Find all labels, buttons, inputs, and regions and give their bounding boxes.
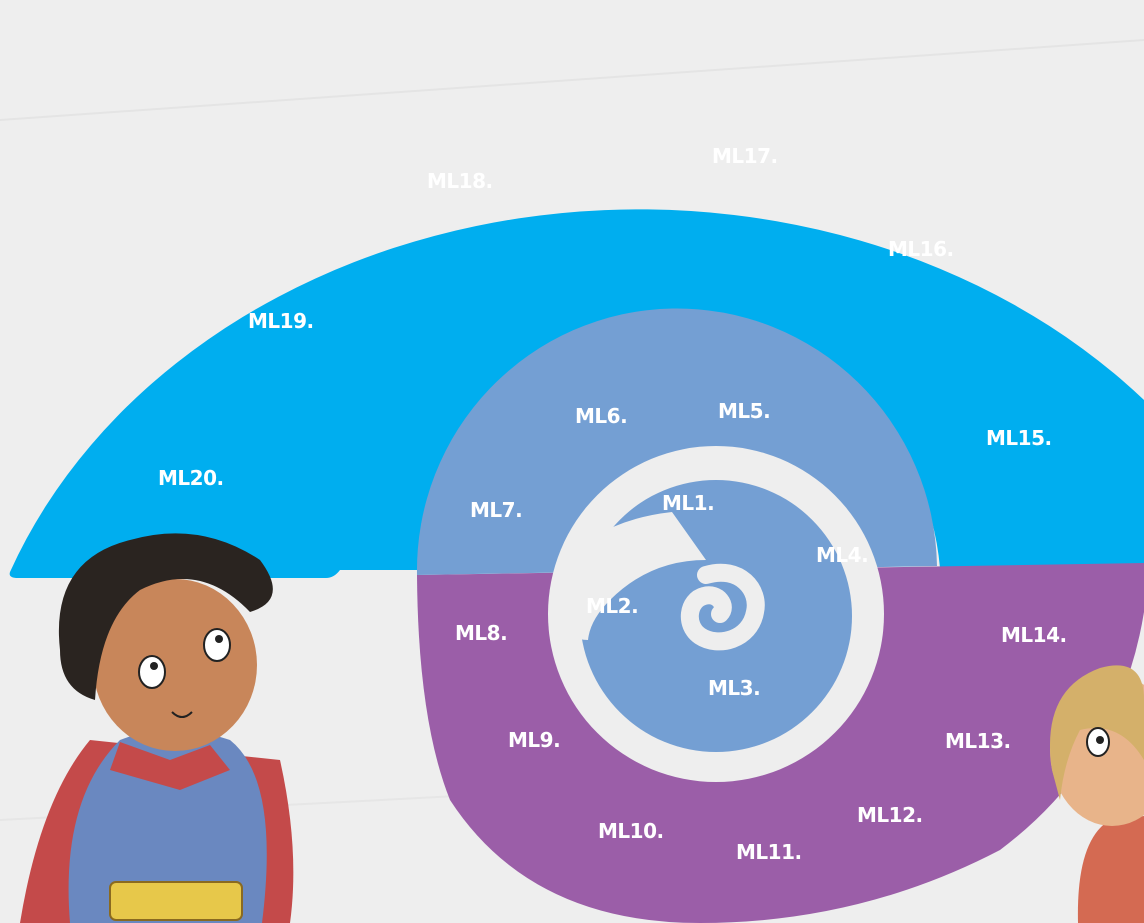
boy-superhero-illustration bbox=[20, 533, 294, 923]
label-ml13: ML13. bbox=[945, 729, 1011, 753]
smile bbox=[171, 711, 193, 718]
label-ml14: ML14. bbox=[1001, 623, 1067, 647]
head bbox=[93, 579, 257, 751]
label-ml2: ML2. bbox=[586, 594, 638, 618]
label-ml6: ML6. bbox=[575, 404, 627, 428]
hair bbox=[58, 533, 273, 700]
label-ml19: ML19. bbox=[248, 309, 314, 333]
outer-band bbox=[9, 209, 1144, 578]
label-ml15: ML15. bbox=[986, 426, 1052, 450]
label-ml16: ML16. bbox=[888, 237, 954, 261]
pupil bbox=[1096, 736, 1104, 744]
pupil-right bbox=[215, 635, 223, 643]
label-ml10: ML10. bbox=[598, 819, 664, 843]
body bbox=[1077, 816, 1144, 923]
center-spiral bbox=[681, 563, 765, 651]
label-ml12: ML12. bbox=[857, 803, 923, 827]
eye-left bbox=[138, 655, 166, 689]
label-ml4: ML4. bbox=[816, 543, 868, 567]
collar bbox=[110, 742, 230, 790]
label-ml1: ML1. bbox=[662, 491, 714, 515]
label-ml5: ML5. bbox=[718, 399, 770, 423]
label-ml8: ML8. bbox=[455, 621, 507, 645]
spiral-tail bbox=[556, 512, 706, 640]
label-ml17: ML17. bbox=[712, 144, 778, 168]
belt bbox=[109, 881, 243, 921]
label-ml18: ML18. bbox=[427, 169, 493, 193]
label-ml11: ML11. bbox=[736, 840, 802, 864]
label-ml7: ML7. bbox=[470, 498, 522, 522]
label-ml20: ML20. bbox=[158, 466, 224, 490]
label-ml9: ML9. bbox=[508, 728, 560, 752]
eye-right bbox=[203, 628, 231, 662]
pupil-left bbox=[150, 662, 158, 670]
hair bbox=[1050, 665, 1144, 800]
paper-crease bbox=[0, 39, 1144, 121]
body bbox=[68, 730, 267, 923]
blond-child-illustration bbox=[1050, 665, 1144, 923]
label-ml3: ML3. bbox=[708, 676, 760, 700]
